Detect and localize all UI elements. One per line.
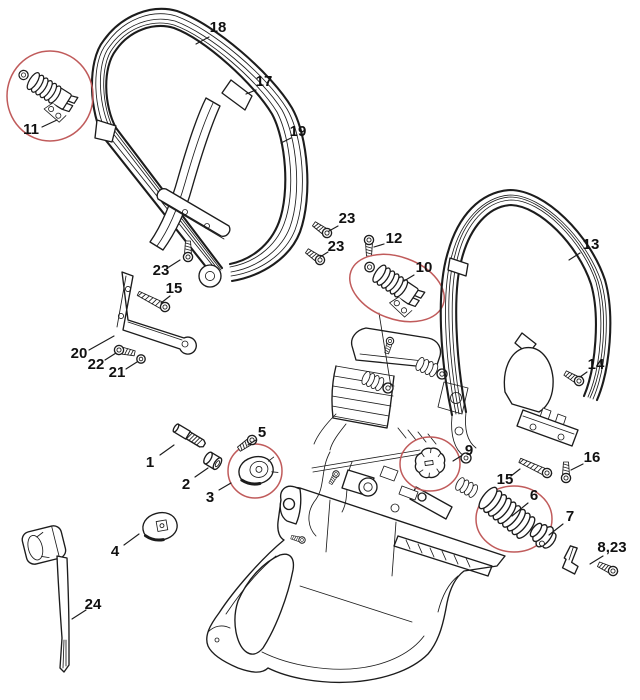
screw-15-right [517, 455, 554, 480]
handle-collar [221, 79, 253, 111]
callout-9: 9 [465, 442, 473, 459]
callout-23-c: 23 [153, 262, 170, 279]
av-buffer-11 [7, 63, 79, 125]
callout-11: 11 [23, 121, 39, 138]
callout-18: 18 [210, 19, 227, 36]
highlight-circle-11 [6, 50, 94, 142]
callout-15-left: 15 [166, 280, 183, 297]
pin-1 [172, 423, 206, 448]
screw-5 [235, 432, 260, 454]
screw-23-lower [303, 246, 328, 268]
callout-21: 21 [109, 364, 126, 381]
highlight-circle-9 [399, 436, 461, 492]
callout-1: 1 [146, 454, 154, 471]
callout-23-b: 23 [328, 238, 345, 255]
highlight-circle-6 [475, 485, 553, 553]
screw-12 [363, 234, 375, 257]
callout-4: 4 [111, 543, 120, 560]
cover-4 [142, 511, 178, 542]
callout-5: 5 [258, 424, 266, 441]
callout-20: 20 [71, 345, 88, 362]
callout-17: 17 [256, 73, 273, 90]
bracket-20 [121, 271, 197, 355]
washer-21 [136, 354, 146, 364]
hook-bracket [561, 545, 579, 575]
screw-22 [112, 343, 137, 359]
callout-24: 24 [85, 596, 102, 613]
screw-8-23 [595, 559, 620, 578]
tank-housing-rear-handle-drawing [206, 449, 506, 684]
callout-3: 3 [206, 489, 214, 506]
screw-23-bracket [182, 240, 194, 263]
callout-19: 19 [290, 123, 307, 140]
screw-14 [562, 368, 586, 388]
screw-23-upper [310, 219, 335, 241]
callout-7: 7 [566, 508, 574, 525]
highlight-circle-10 [349, 253, 445, 323]
compression-spring-6 [478, 486, 536, 539]
callout-leader-lines [41, 36, 604, 620]
screw-16 [560, 461, 572, 484]
carburetor-throttle-assembly [289, 449, 422, 545]
callout-13: 13 [583, 236, 600, 253]
scrench-24 [21, 525, 70, 673]
leader-10-to-engine [378, 312, 392, 388]
handle-channel-strip [149, 97, 221, 251]
callout-12: 12 [386, 230, 403, 247]
mount-ear-bracket [279, 485, 302, 525]
handle-13-base [503, 346, 554, 413]
handle-mount-rail [156, 188, 231, 237]
loop-handle-13-drawing [439, 188, 612, 464]
cover-3 [238, 455, 279, 486]
callout-labels: 1 2 3 4 5 6 7 8,23 9 10 11 12 13 14 15 1… [23, 19, 627, 613]
callout-6: 6 [530, 487, 538, 504]
callout-15-right: 15 [497, 471, 514, 488]
handle-end-boss [198, 264, 222, 288]
callout-10: 10 [416, 259, 433, 276]
callout-14: 14 [588, 356, 605, 373]
engine-cylinder-drawing [313, 327, 469, 451]
handle-bracket-assembly [112, 240, 197, 364]
mounted-buffer-spring [453, 475, 480, 500]
plug-7 [529, 522, 557, 549]
callout-2: 2 [182, 476, 190, 493]
callout-8-23: 8,23 [597, 539, 626, 556]
av-buffer-10 [352, 255, 426, 320]
annular-buffer-9 [414, 447, 446, 479]
front-handlebar-assembly-drawing [90, 7, 309, 288]
callout-16: 16 [584, 449, 601, 466]
callout-23-a: 23 [339, 210, 356, 227]
sleeve-2 [203, 451, 223, 471]
callout-22: 22 [88, 356, 105, 373]
